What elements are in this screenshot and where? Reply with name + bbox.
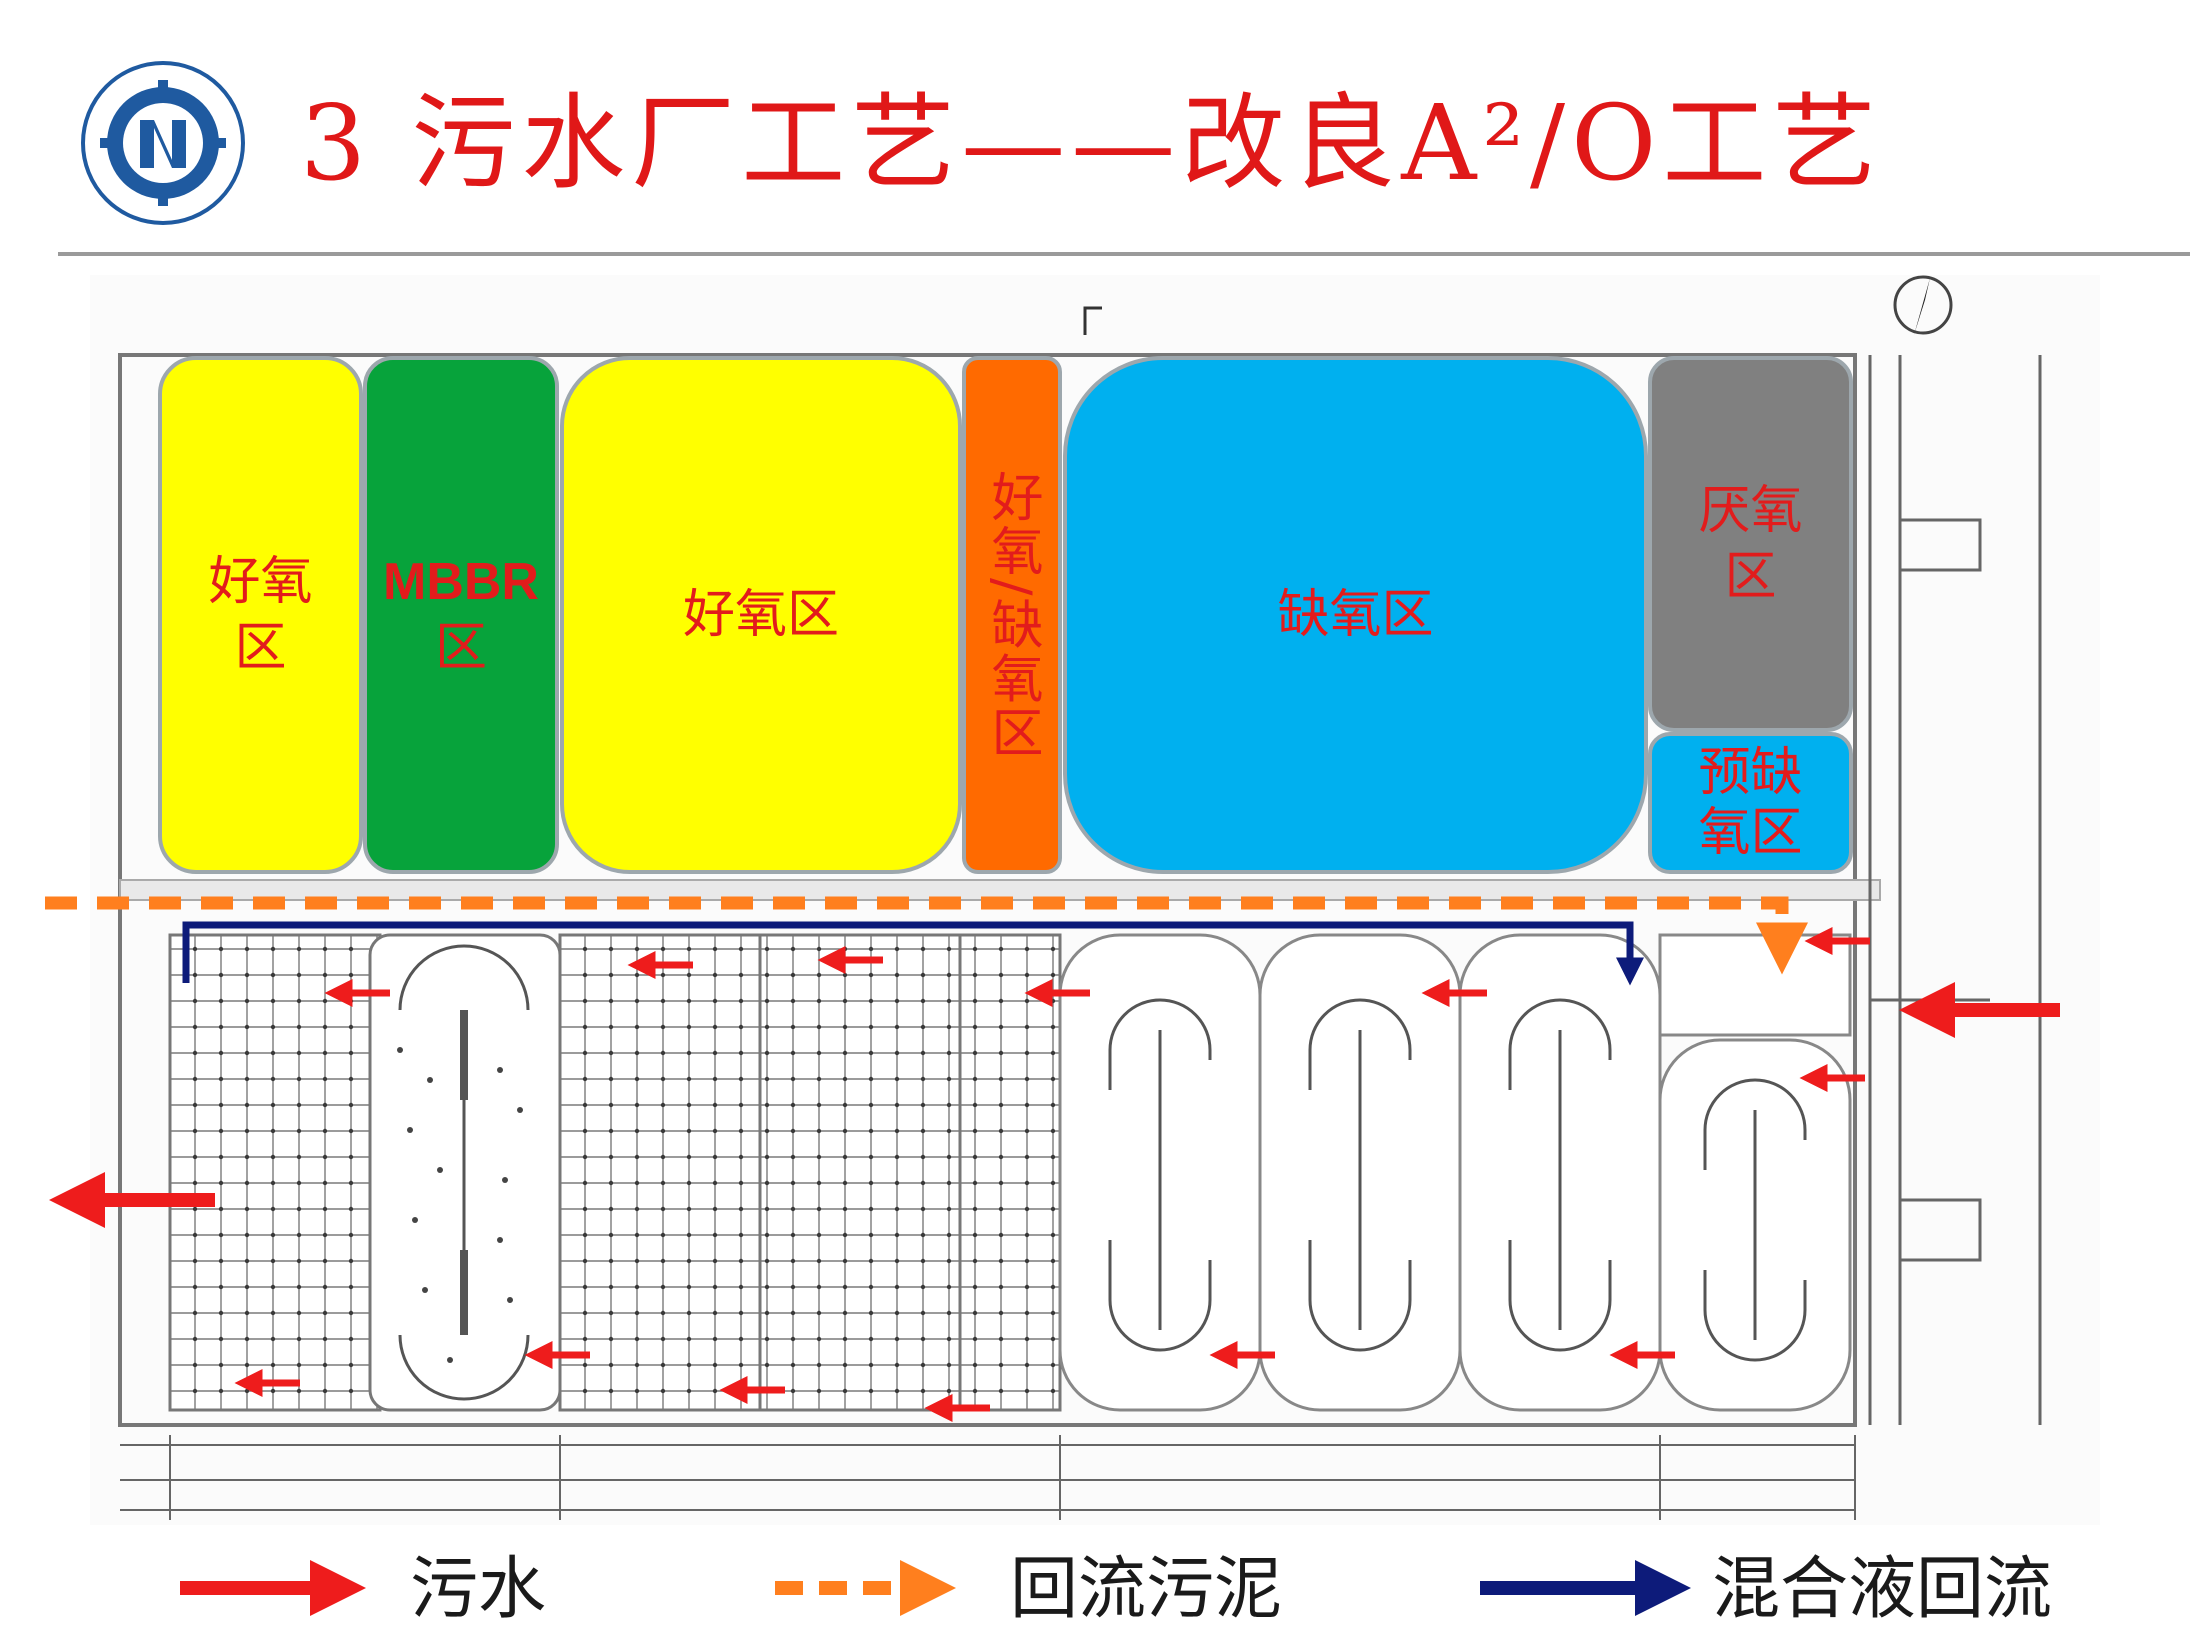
- zone-anoxic-label: 缺氧区: [1277, 585, 1434, 645]
- legend-sludge-label: 回流污泥: [1010, 1550, 1283, 1629]
- zone-aerobic-2: 好氧区: [560, 356, 962, 874]
- section-mark-top: [1083, 306, 1102, 335]
- zone-anoxic: 缺氧区: [1063, 356, 1648, 874]
- zone-pre-anoxic-label: 预缺氧区: [1698, 743, 1803, 863]
- zone-mbbr-label-bottom: 区: [434, 618, 487, 678]
- racetrack-curves: [1108, 998, 1807, 1362]
- aeration-grid-4: [958, 933, 1062, 1412]
- return-sludge-flow: [45, 896, 1808, 975]
- zone-pre-anoxic: 预缺氧区: [1648, 732, 1853, 874]
- zone-aerobic-anoxic-label: 好氧/缺氧区: [982, 470, 1042, 760]
- mixed-liquor-flow: [182, 921, 1644, 986]
- zone-aerobic-1: 好氧区: [158, 356, 363, 874]
- university-logo: [81, 61, 245, 225]
- page-title: 3 污水厂工艺——改良A²/O工艺: [300, 82, 1883, 204]
- zone-aerobic-2-label: 好氧区: [682, 585, 839, 645]
- aeration-grid-1: [168, 933, 382, 1412]
- legend-mixed-label: 混合液回流: [1712, 1550, 2053, 1629]
- zone-mbbr: MBBR 区: [363, 356, 559, 874]
- sewage-flow-arrows: [234, 927, 1870, 1422]
- north-arrow-icon: [1893, 275, 1953, 335]
- zone-aerobic-1-label: 好氧区: [208, 552, 313, 678]
- title-divider: [58, 252, 2190, 256]
- aeration-grid-2: [558, 933, 762, 1412]
- mbbr-dots: [397, 1047, 523, 1363]
- zone-mbbr-label-top: MBBR: [383, 553, 539, 611]
- anoxic-racetracks: [1058, 933, 1852, 1412]
- legend-sewage-label: 污水: [410, 1550, 547, 1629]
- zone-aerobic-anoxic: 好氧/缺氧区: [962, 356, 1062, 874]
- zone-anaerobic: 厌氧区: [1648, 356, 1853, 732]
- aeration-grid-3: [758, 933, 962, 1412]
- zone-anaerobic-label: 厌氧区: [1698, 481, 1803, 607]
- mbbr-details: [398, 944, 530, 1401]
- dimension-lines: [120, 1435, 1856, 1520]
- right-piping: [1868, 355, 2042, 1425]
